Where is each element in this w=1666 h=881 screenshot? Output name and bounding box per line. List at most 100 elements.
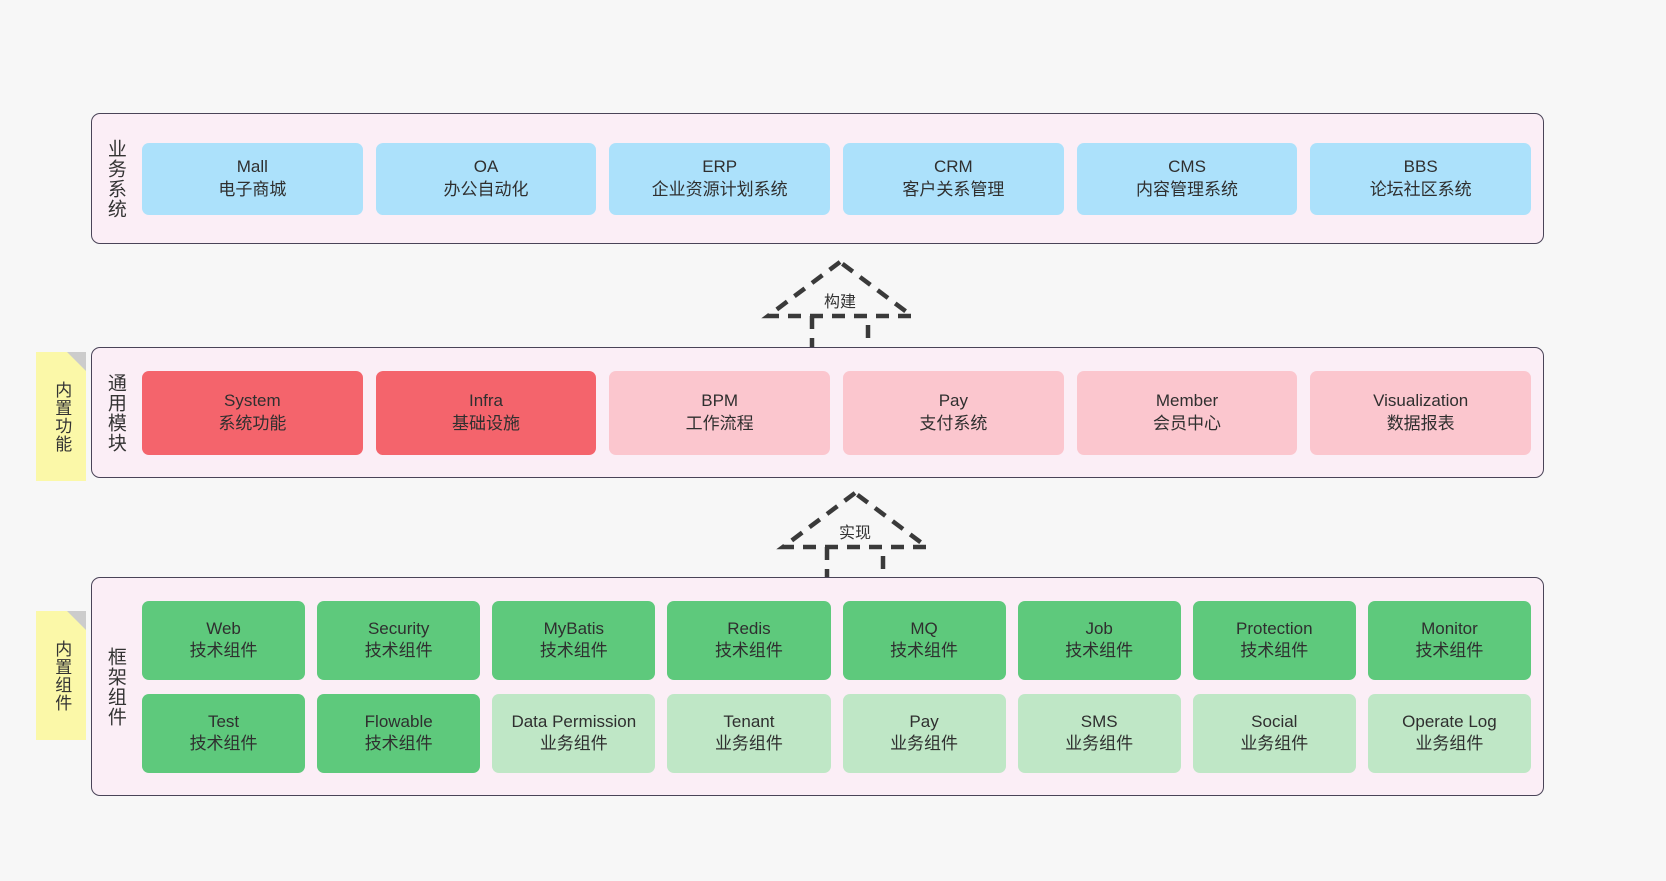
sticky-note-builtin-components: 内置组件 — [36, 611, 86, 740]
card-monitor-sub: 技术组件 — [1415, 641, 1484, 660]
card-monitor[interactable]: Monitor 技术组件 — [1367, 600, 1531, 680]
card-pay-module-sub: 支付系统 — [919, 413, 988, 433]
card-flowable-name: Flowable — [364, 711, 433, 731]
card-web[interactable]: Web 技术组件 — [142, 600, 306, 680]
card-operate-log-name: Operate Log — [1402, 711, 1497, 731]
card-oa-sub: 办公自动化 — [443, 179, 529, 199]
card-crm[interactable]: CRM 客户关系管理 — [843, 142, 1064, 215]
card-member-sub: 会员中心 — [1153, 413, 1222, 433]
card-social-name: Social — [1251, 711, 1298, 731]
card-cms[interactable]: CMS 内容管理系统 — [1076, 142, 1298, 215]
card-visualization-name: Visualization — [1373, 391, 1469, 411]
card-system[interactable]: System 系统功能 — [142, 370, 363, 455]
card-security-name: Security — [367, 618, 430, 638]
card-bpm-name: BPM — [701, 391, 739, 411]
card-pay-component[interactable]: Pay 业务组件 — [842, 693, 1006, 773]
note-fold-corner-icon — [67, 352, 86, 371]
card-social-sub: 业务组件 — [1240, 734, 1309, 753]
card-crm-sub: 客户关系管理 — [902, 179, 1005, 199]
card-test[interactable]: Test 技术组件 — [142, 693, 306, 773]
connector-implement: 实现 — [775, 489, 935, 588]
card-data-permission-sub: 业务组件 — [539, 734, 608, 753]
sticky-note-builtin-features-label: 内置功能 — [52, 380, 72, 453]
card-protection[interactable]: Protection 技术组件 — [1192, 600, 1356, 680]
framework-card-grid: Web 技术组件 Security 技术组件 MyBatis 技术组件 Redi… — [138, 578, 1543, 795]
card-security-sub: 技术组件 — [364, 641, 433, 660]
card-oa-name: OA — [473, 157, 499, 177]
card-member[interactable]: Member 会员中心 — [1076, 370, 1298, 455]
card-monitor-name: Monitor — [1421, 618, 1478, 638]
sticky-note-builtin-features: 内置功能 — [36, 352, 86, 481]
card-data-permission-name: Data Permission — [511, 711, 637, 731]
card-sms-sub: 业务组件 — [1065, 734, 1134, 753]
common-card-list: System 系统功能 Infra 基础设施 BPM 工作流程 Pay 支付系统… — [138, 348, 1543, 477]
connector-implement-label: 实现 — [838, 525, 872, 542]
card-protection-sub: 技术组件 — [1240, 641, 1309, 660]
card-mq-name: MQ — [910, 618, 938, 638]
card-bpm[interactable]: BPM 工作流程 — [609, 370, 831, 455]
card-pay-component-sub: 业务组件 — [890, 734, 959, 753]
card-test-name: Test — [207, 711, 240, 731]
card-mall-name: Mall — [236, 157, 268, 177]
connector-build-label: 构建 — [823, 294, 857, 311]
card-pay-component-name: Pay — [909, 711, 939, 731]
card-mall-sub: 电子商城 — [218, 179, 287, 199]
card-bpm-sub: 工作流程 — [685, 413, 754, 433]
layer-title-framework-components: 框架组件 — [104, 646, 126, 727]
card-bbs-name: BBS — [1403, 157, 1438, 177]
card-redis-sub: 技术组件 — [714, 641, 783, 660]
arrowhead-triangle — [761, 259, 919, 319]
card-mall[interactable]: Mall 电子商城 — [142, 142, 363, 215]
card-visualization[interactable]: Visualization 数据报表 — [1310, 370, 1532, 455]
business-card-list: Mall 电子商城 OA 办公自动化 ERP 企业资源计划系统 CRM 客户关系… — [138, 114, 1543, 243]
card-redis[interactable]: Redis 技术组件 — [667, 600, 831, 680]
card-sms[interactable]: SMS 业务组件 — [1017, 693, 1181, 773]
card-redis-name: Redis — [727, 618, 771, 638]
card-flowable[interactable]: Flowable 技术组件 — [317, 693, 481, 773]
card-tenant-sub: 业务组件 — [714, 734, 783, 753]
card-erp[interactable]: ERP 企业资源计划系统 — [609, 142, 831, 215]
layer-business-system: 业务系统 Mall 电子商城 OA 办公自动化 ERP 企业资源计划系统 CRM… — [91, 113, 1544, 244]
card-crm-name: CRM — [933, 157, 973, 177]
card-mybatis-sub: 技术组件 — [539, 641, 608, 660]
card-social[interactable]: Social 业务组件 — [1192, 693, 1356, 773]
card-mq[interactable]: MQ 技术组件 — [842, 600, 1006, 680]
card-data-permission[interactable]: Data Permission 业务组件 — [492, 693, 656, 773]
card-tenant[interactable]: Tenant 业务组件 — [667, 693, 831, 773]
framework-row-technical: Web 技术组件 Security 技术组件 MyBatis 技术组件 Redi… — [142, 600, 1531, 680]
card-job-sub: 技术组件 — [1065, 641, 1134, 660]
card-operate-log-sub: 业务组件 — [1415, 734, 1484, 753]
card-infra-sub: 基础设施 — [452, 413, 520, 433]
card-sms-name: SMS — [1080, 711, 1118, 731]
card-cms-name: CMS — [1168, 157, 1206, 177]
layer-title-business-system: 业务系统 — [104, 138, 126, 219]
card-erp-name: ERP — [702, 157, 738, 177]
card-bbs[interactable]: BBS 论坛社区系统 — [1310, 142, 1532, 215]
card-job[interactable]: Job 技术组件 — [1017, 600, 1181, 680]
card-web-name: Web — [206, 618, 241, 638]
card-operate-log[interactable]: Operate Log 业务组件 — [1367, 693, 1531, 773]
card-pay-module-name: Pay — [938, 391, 968, 411]
card-cms-sub: 内容管理系统 — [1136, 179, 1239, 199]
card-security[interactable]: Security 技术组件 — [317, 600, 481, 680]
card-mybatis-name: MyBatis — [543, 618, 605, 638]
card-protection-name: Protection — [1236, 618, 1313, 638]
card-mybatis[interactable]: MyBatis 技术组件 — [492, 600, 656, 680]
card-job-name: Job — [1085, 618, 1113, 638]
card-erp-sub: 企业资源计划系统 — [651, 179, 788, 199]
card-oa[interactable]: OA 办公自动化 — [375, 142, 597, 215]
card-flowable-sub: 技术组件 — [364, 734, 433, 753]
framework-row-business: Test 技术组件 Flowable 技术组件 Data Permission … — [142, 693, 1531, 773]
card-tenant-name: Tenant — [723, 711, 775, 731]
card-mq-sub: 技术组件 — [890, 641, 959, 660]
card-infra[interactable]: Infra 基础设施 — [375, 370, 597, 455]
card-web-sub: 技术组件 — [189, 641, 258, 660]
card-system-name: System — [223, 391, 281, 411]
layer-framework-components: 框架组件 Web 技术组件 Security 技术组件 MyBatis 技术组件… — [91, 577, 1544, 796]
sticky-note-builtin-components-label: 内置组件 — [52, 639, 72, 712]
card-infra-name: Infra — [468, 391, 504, 411]
layer-common-modules: 通用模块 System 系统功能 Infra 基础设施 BPM 工作流程 Pay… — [91, 347, 1544, 478]
card-pay-module[interactable]: Pay 支付系统 — [843, 370, 1064, 455]
card-system-sub: 系统功能 — [218, 413, 287, 433]
